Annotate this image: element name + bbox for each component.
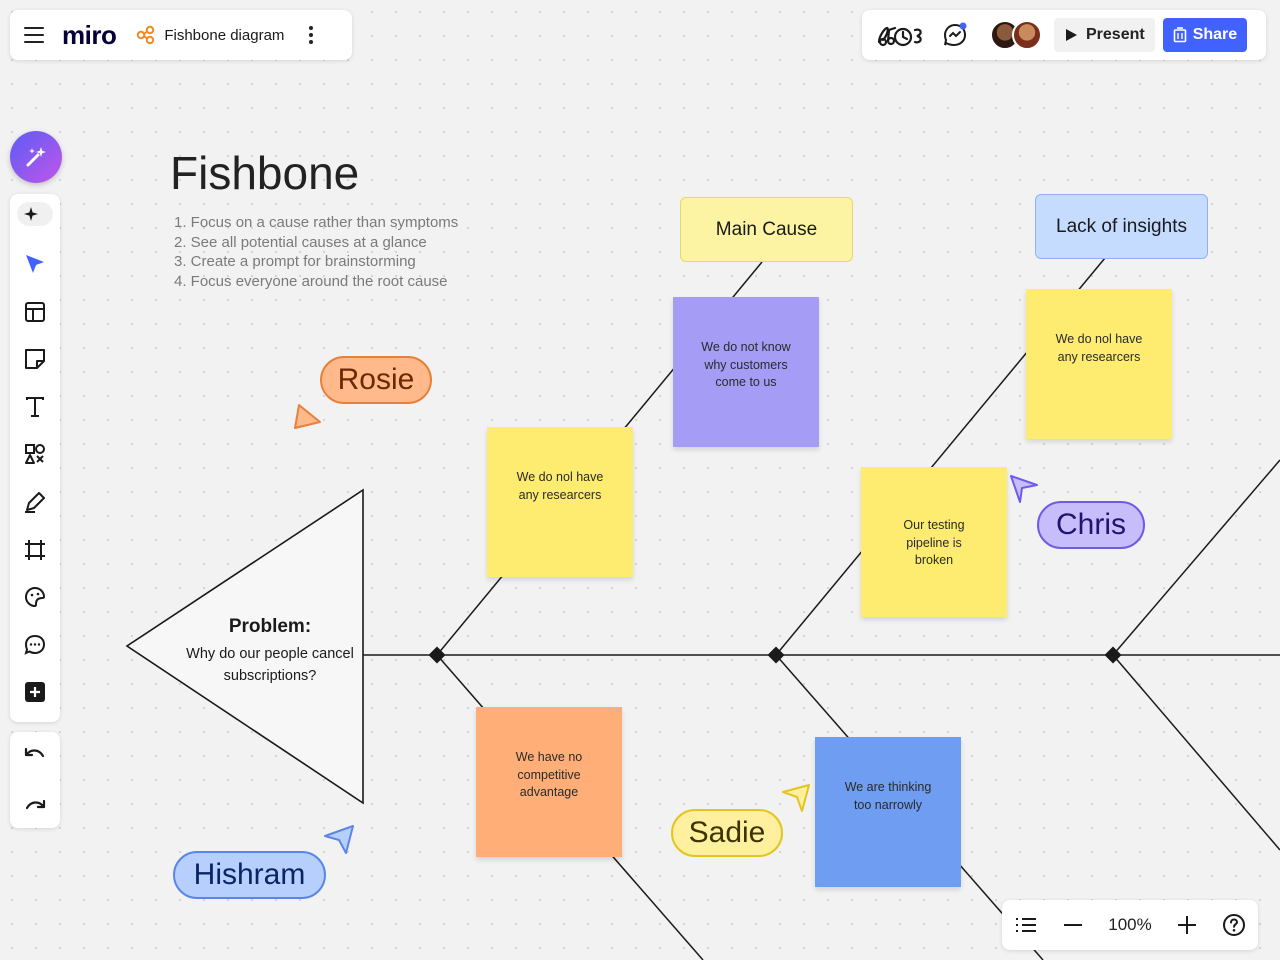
zoom-level[interactable]: 100% [1108, 915, 1152, 934]
redo-button[interactable] [15, 784, 55, 824]
ai-tools-toggle[interactable] [17, 202, 53, 226]
problem-triangle [125, 488, 364, 805]
shapes-tool[interactable] [15, 434, 55, 474]
spine-joint [1104, 646, 1122, 664]
pen-icon [25, 491, 45, 513]
magic-wand-icon [26, 147, 46, 167]
main-cause-label[interactable]: Main Cause [680, 197, 853, 262]
present-label: Present [1086, 26, 1145, 43]
instruction-item: 2. See all potential causes at a glance [174, 233, 427, 251]
instructions-list[interactable]: 1. Focus on a cause rather than symptoms… [174, 213, 458, 291]
sticky-note-yellow[interactable]: Our testing pipeline is broken [861, 467, 1007, 617]
redo-icon [25, 799, 46, 810]
bone-upper-3 [1112, 459, 1280, 656]
spine-joint [767, 646, 785, 664]
cursor-arrow-icon [324, 825, 354, 854]
undo-button[interactable] [15, 736, 55, 776]
problem-text: Why do our people cancel subscriptions? [186, 646, 354, 684]
reactions-icon[interactable] [874, 18, 926, 52]
sparkle-icon [24, 207, 38, 221]
left-toolbar [10, 194, 60, 722]
history-toolbar [10, 732, 60, 828]
lack-of-insights-label[interactable]: Lack of insights [1035, 194, 1208, 259]
cursor-name-tag-hishram: Hishram [173, 851, 326, 899]
comments-icon[interactable] [938, 18, 972, 52]
problem-title: Problem: [228, 616, 312, 637]
frame-icon [25, 539, 45, 560]
more-icon[interactable] [308, 26, 314, 44]
board-header: miro Fishbone diagram [10, 10, 352, 60]
cursor-arrow-icon [782, 784, 810, 812]
add-icon [25, 682, 45, 703]
collaborator-avatars[interactable] [990, 20, 1042, 50]
stickers-tool[interactable] [15, 577, 55, 617]
list-icon[interactable] [1014, 913, 1038, 937]
share-button[interactable]: Share [1162, 18, 1248, 52]
zoom-out-icon[interactable] [1061, 913, 1085, 937]
play-icon [1066, 29, 1077, 41]
bone-lower-3 [1112, 654, 1280, 851]
instruction-item: 1. Focus on a cause rather than symptoms [174, 214, 459, 231]
select-icon [26, 255, 44, 273]
cursor-arrow-icon [1010, 475, 1038, 503]
sticky-note-yellow[interactable]: We do nol have any researcers [487, 427, 633, 577]
avatar[interactable] [1012, 20, 1042, 50]
share-label: Share [1192, 26, 1238, 43]
sticky-note-icon [25, 349, 45, 370]
stickers-icon [24, 587, 46, 608]
instruction-item: 4. Focus everyone around the root cause [174, 272, 448, 290]
comment-tool[interactable] [15, 625, 55, 665]
collaboration-bar: Present Share [862, 10, 1266, 60]
sticky-note-yellow[interactable]: We do nol have any researcers [1026, 289, 1172, 439]
share-icon [1173, 27, 1187, 43]
add-tool[interactable] [15, 672, 55, 712]
cursor-name-tag-sadie: Sadie [671, 809, 783, 857]
cursor-name-tag-chris: Chris [1037, 501, 1145, 549]
pen-tool[interactable] [15, 482, 55, 522]
zoom-in-icon[interactable] [1175, 913, 1199, 937]
sticky-note-orange[interactable]: We have no competitive advantage [476, 707, 622, 857]
miro-logo[interactable]: miro [62, 19, 117, 50]
templates-icon [25, 301, 45, 322]
canvas-title[interactable]: Fishbone [170, 147, 360, 199]
comment-icon [24, 634, 46, 655]
cursor-arrow-icon [294, 404, 321, 429]
cursor-name-tag-rosie: Rosie [320, 356, 432, 404]
text-tool[interactable] [15, 387, 55, 427]
shapes-icon [25, 444, 45, 465]
sticky-note-tool[interactable] [15, 339, 55, 379]
ai-assistant-button[interactable] [10, 131, 62, 183]
present-button[interactable]: Present [1054, 18, 1155, 52]
board-icon [137, 25, 155, 45]
sticky-note-purple[interactable]: We do not know why customers come to us [673, 297, 819, 447]
frame-tool[interactable] [15, 530, 55, 570]
select-tool[interactable] [15, 244, 55, 284]
templates-tool[interactable] [15, 292, 55, 332]
zoom-controls: 100% [1002, 900, 1258, 950]
instruction-item: 3. Create a prompt for brainstorming [174, 253, 416, 270]
board-name[interactable]: Fishbone diagram [164, 26, 285, 44]
help-icon[interactable] [1222, 913, 1246, 937]
text-icon [26, 396, 44, 417]
menu-icon[interactable] [24, 27, 44, 43]
undo-icon [24, 747, 45, 758]
problem-statement[interactable]: Problem: Why do our people cancel subscr… [176, 616, 364, 687]
spine-joint [428, 646, 446, 664]
sticky-note-blue[interactable]: We are thinking too narrowly [815, 737, 961, 887]
